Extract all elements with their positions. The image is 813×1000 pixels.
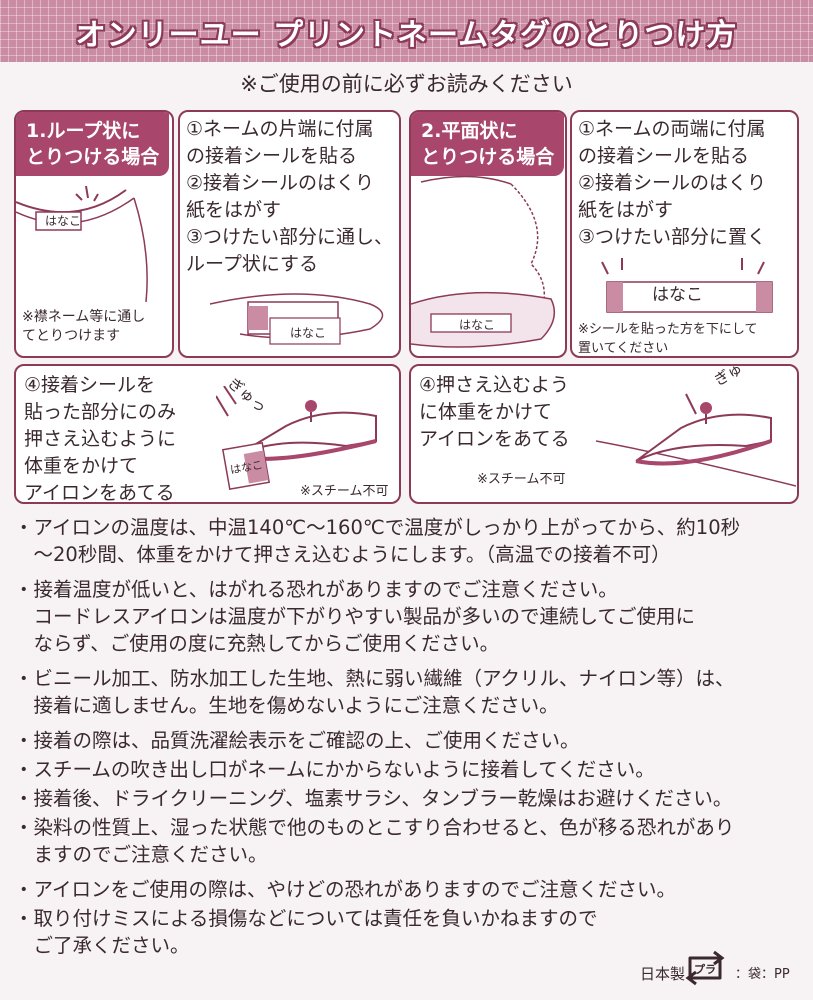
flat-title-line1: 2.平面状に	[421, 120, 518, 142]
caution-item: ・接着後、ドライクリーニング、塩素サラシ、タンブラー乾燥はお避けください。	[14, 785, 804, 812]
iron-flat-line3: アイロンをあてる	[419, 428, 570, 450]
recycle-mark-text: プラ	[694, 962, 716, 976]
caution-item: ・スチームの吹き出し口がネームにかからないように接着してください。	[14, 756, 804, 783]
flat-section-note: ※シールを貼った方を下にして 置いてください	[578, 320, 758, 356]
caution-line: ご了承ください。	[14, 934, 190, 957]
caution-line: コードレスアイロンは温度が下がりやすい製品が多いので連続してご使用に	[14, 605, 695, 628]
flat-step-3-line1: ③つけたい部分に置く	[578, 226, 767, 248]
flat-steps-list: ①ネームの両端に付属 の接着シールを貼る ②接着シールのはくり 紙をはがす ③つ…	[578, 116, 793, 251]
caution-item: ・アイロンをご使用の際は、やけどの恐れがありますのでご注意ください。	[14, 876, 804, 903]
loop-step-2-line2: 紙をはがす	[186, 199, 282, 221]
iron-flat-note: ※スチーム不可	[477, 472, 566, 487]
made-in-japan: 日本製	[640, 965, 686, 983]
iron-icon	[216, 386, 377, 491]
flat-step-1-line1: ①ネームの両端に付属	[578, 118, 766, 140]
flat-step-2: ②接着シールのはくり 紙をはがす	[578, 170, 793, 224]
page-title: オンリーユー プリントネームタグのとりつけ方	[75, 18, 738, 53]
caution-item: ・取り付けミスによる損傷などについては責任を負いかねますので ご了承ください。	[14, 905, 804, 959]
flat-step-tag-text: はなこ	[652, 285, 703, 305]
iron-loop-text: ④接着シールを 貼った部分にのみ 押さえ込むように 体重をかけて アイロンをあて…	[24, 372, 177, 504]
caution-line: 接着に適しません。生地を傷めないようにご注意ください。	[14, 694, 559, 717]
loop-title-line1: 1.ループ状に	[26, 120, 141, 142]
caution-line: ・アイロンの温度は、中温140℃～160℃で温度がしっかり上がってから、約10秒	[14, 516, 741, 539]
flat-title-line2: とりつける場合	[421, 146, 555, 168]
caution-item: ・染料の性質上、湿った状態で他のものとこすり合わせると、色が移る恐れがあり ます…	[14, 814, 804, 868]
flat-step-2-line1: ②接着シールのはくり	[578, 172, 767, 194]
caution-line: ならず、ご使用の度に充熱してからご使用ください。	[14, 632, 500, 655]
caution-line: ・染料の性質上、湿った状態で他のものとこすり合わせると、色が移る恐れがあり	[14, 816, 735, 839]
flat-tag-illustration	[601, 258, 773, 313]
bag-material: ：袋：PP	[735, 967, 790, 982]
flat-steps-panel: ①ネームの両端に付属 の接着シールを貼る ②接着シールのはくり 紙をはがす ③つ…	[570, 110, 799, 358]
iron-loop-line4: 体重をかけて	[24, 455, 139, 477]
loop-step-1-line2: の接着シールを貼る	[186, 145, 358, 167]
caution-line: ・接着後、ドライクリーニング、塩素サラシ、タンブラー乾燥はお避けください。	[14, 787, 733, 810]
caution-line: ・接着の際は、品質洗濯絵表示をご確認の上、ご使用ください。	[14, 729, 580, 752]
garment-illustration	[411, 175, 556, 348]
caution-item: ・接着の際は、品質洗濯絵表示をご確認の上、ご使用ください。	[14, 727, 804, 754]
iron-loop-line1: ④接着シールを	[24, 374, 156, 396]
iron-loop-note: ※スチーム不可	[300, 484, 389, 499]
flat-step-3: ③つけたい部分に置く	[578, 224, 793, 251]
loop-note-line2: てとりつけます	[22, 328, 121, 344]
caution-line: ますのでご注意ください。	[14, 843, 268, 866]
caution-line: ・ビニール加工、防水加工した生地、熱に弱い繊維（アクリル、ナイロン等）は、	[14, 667, 735, 690]
loop-section-title: 1.ループ状に とりつける場合	[16, 112, 170, 176]
iron-loop-line2: 貼った部分にのみ	[24, 401, 177, 423]
loop-step-3-line1: ③つけたい部分に通し、	[186, 226, 394, 248]
flat-section-title: 2.平面状に とりつける場合	[411, 112, 565, 176]
flat-note-line2: 置いてください	[578, 341, 669, 356]
loop-steps-panel: ①ネームの片端に付属 の接着シールを貼る ②接着シールのはくり 紙をはがす ③つ…	[178, 110, 401, 358]
flat-note-line1: ※シールを貼った方を下にして	[578, 322, 758, 337]
caution-line: ・取り付けミスによる損傷などについては責任を負いかねますので	[14, 907, 598, 930]
loop-step-2: ②接着シールのはくり 紙をはがす	[186, 170, 395, 224]
caution-line: ・アイロンをご使用の際は、やけどの恐れがありますのでご注意ください。	[14, 878, 677, 901]
flat-section-panel: 2.平面状に とりつける場合 はなこ	[409, 110, 567, 358]
iron-loop-line5: アイロンをあてる	[24, 482, 175, 504]
iron-loop-panel: ④接着シールを 貼った部分にのみ 押さえ込むように 体重をかけて アイロンをあて…	[14, 364, 401, 504]
flat-tag-text: はなこ	[459, 318, 496, 332]
shirt-collar-illustration	[16, 185, 148, 303]
loop-steps-list: ①ネームの片端に付属 の接着シールを貼る ②接着シールのはくり 紙をはがす ③つ…	[186, 116, 395, 278]
loop-step-3-line2: ループ状にする	[186, 253, 319, 275]
loop-step-2-line1: ②接着シールのはくり	[186, 172, 375, 194]
loop-step-1: ①ネームの片端に付属 の接着シールを貼る	[186, 116, 395, 170]
iron-flat-panel: ④押さえ込むよう に体重をかけて アイロンをあてる ぎゅー ※スチーム不可	[409, 364, 799, 504]
flat-step-1-line2: の接着シールを貼る	[578, 145, 750, 167]
read-before-use-notice: ※ご使用の前に必ずお読みください	[240, 72, 573, 96]
flat-step-1: ①ネームの両端に付属 の接着シールを貼る	[578, 116, 793, 170]
loop-section-note: ※襟ネーム等に通し てとりつけます	[22, 308, 145, 346]
iron-loop-line3: 押さえ込むように	[24, 428, 177, 450]
caution-item: ・接着温度が低いと、はがれる恐れがありますのでご注意ください。 コードレスアイロ…	[14, 576, 804, 657]
loop-section-panel: 1.ループ状に とりつける場合 はなこ ※襟ネーム等に通し てとりつけます	[14, 110, 174, 358]
caution-line: ～20秒間、体重をかけて押さえ込むようにします。（高温での接着不可）	[14, 543, 671, 566]
caution-line: ・接着温度が低いと、はがれる恐れがありますのでご注意ください。	[14, 578, 618, 601]
loop-step-1-line1: ①ネームの片端に付属	[186, 118, 374, 140]
iron-icon-flat	[596, 393, 796, 487]
iron-flat-line2: に体重をかけて	[419, 401, 553, 423]
iron-flat-line1: ④押さえ込むよう	[419, 374, 570, 396]
loop-step-tag-text: はなこ	[290, 326, 327, 340]
caution-line: ・スチームの吹き出し口がネームにかからないように接着してください。	[14, 758, 655, 781]
loop-title-line2: とりつける場合	[26, 146, 160, 168]
header-banner: オンリーユー プリントネームタグのとりつけ方	[0, 0, 813, 62]
loop-step-3: ③つけたい部分に通し、 ループ状にする	[186, 224, 395, 278]
loop-note-line1: ※襟ネーム等に通し	[22, 309, 146, 325]
iron-flat-text: ④押さえ込むよう に体重をかけて アイロンをあてる	[419, 372, 570, 453]
flat-step-2-line2: 紙をはがす	[578, 199, 674, 221]
plastic-recycle-icon: プラ	[685, 950, 725, 986]
loop-tag-illustration	[209, 293, 384, 345]
caution-item: ・ビニール加工、防水加工した生地、熱に弱い繊維（アクリル、ナイロン等）は、 接着…	[14, 665, 804, 719]
loop-tag-text: はなこ	[45, 214, 82, 228]
caution-item: ・アイロンの温度は、中温140℃～160℃で温度がしっかり上がってから、約10秒…	[14, 514, 804, 568]
caution-list: ・アイロンの温度は、中温140℃～160℃で温度がしっかり上がってから、約10秒…	[14, 514, 804, 967]
